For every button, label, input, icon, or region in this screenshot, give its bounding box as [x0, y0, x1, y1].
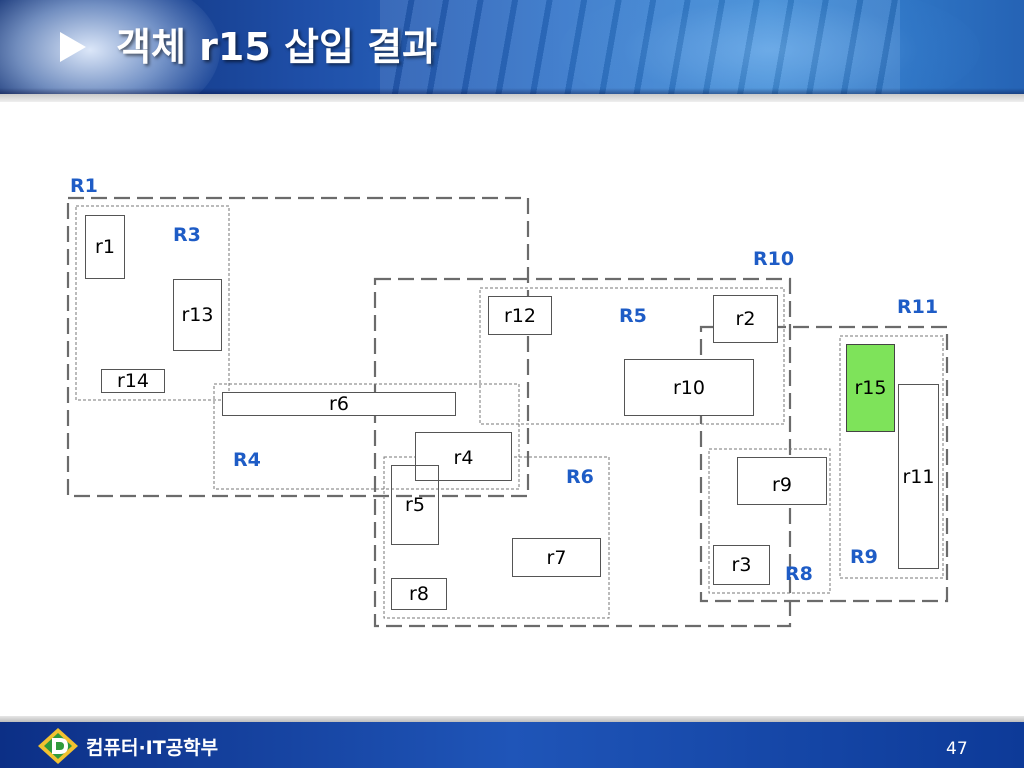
- rect-r15: r15: [846, 344, 895, 432]
- region-R5-outline: [479, 287, 785, 425]
- header-divider: [0, 94, 1024, 102]
- rect-r10-label: r10: [673, 376, 705, 399]
- rect-r1: r1: [85, 215, 125, 279]
- region-label-R4: R4: [233, 449, 261, 471]
- region-label-R5: R5: [619, 305, 647, 327]
- region-label-R3: R3: [173, 224, 201, 246]
- rect-r2: r2: [713, 295, 778, 343]
- department-name: 컴퓨터·IT공학부: [86, 737, 219, 759]
- rect-r9-label: r9: [772, 474, 792, 496]
- region-label-R10: R10: [753, 248, 795, 270]
- rect-r11-label: r11: [902, 465, 935, 488]
- header-banner: [0, 0, 1024, 94]
- rect-r15-label: r15: [854, 377, 887, 399]
- rect-r12-label: r12: [504, 304, 536, 327]
- footer-divider: [0, 716, 1024, 722]
- region-R8-outline: [708, 448, 831, 594]
- region-R9-outline: [839, 335, 944, 579]
- region-label-R9: R9: [850, 546, 878, 568]
- region-label-R11: R11: [897, 296, 939, 318]
- rect-r8-label: r8: [409, 583, 429, 605]
- slide-title: 객체 r15 삽입 결과: [116, 25, 438, 69]
- rect-r6: r6: [222, 392, 456, 416]
- rect-r8: r8: [391, 578, 447, 610]
- rect-r7: r7: [512, 538, 601, 577]
- region-label-R6: R6: [566, 466, 594, 488]
- rect-r2-label: r2: [735, 308, 756, 330]
- region-label-R8: R8: [785, 563, 813, 585]
- rect-r4-label: r4: [453, 447, 474, 469]
- header-glow-right: [560, 0, 980, 94]
- triangle-right-icon: [60, 32, 86, 62]
- page-number: 47: [946, 739, 968, 759]
- region-R1-outline: [66, 196, 530, 498]
- region-R10-outline: [373, 277, 792, 628]
- rect-r13-label: r13: [181, 304, 214, 326]
- rect-r4: r4: [415, 432, 512, 481]
- header-shade: [0, 88, 1024, 94]
- rect-r14: r14: [101, 369, 165, 393]
- rect-r10: r10: [624, 359, 754, 416]
- rect-r6-label: r6: [329, 393, 349, 415]
- rect-r5-label: r5: [405, 494, 425, 516]
- rect-r14-label: r14: [117, 370, 149, 392]
- rect-r7-label: r7: [546, 546, 567, 569]
- region-label-R1: R1: [70, 175, 98, 197]
- header-glow: [0, 0, 220, 94]
- region-R11-outline: [699, 325, 949, 603]
- region-R3-outline: [75, 205, 230, 401]
- footer-bar: [0, 722, 1024, 768]
- rect-r3: r3: [713, 545, 770, 585]
- header-keyboard-texture: [380, 0, 900, 94]
- rect-r3-label: r3: [731, 554, 752, 576]
- rect-r5: r5: [391, 465, 439, 545]
- department-logo-icon: [38, 728, 78, 764]
- rect-r11: r11: [898, 384, 939, 569]
- region-R4-outline: [213, 383, 520, 490]
- rect-r12: r12: [488, 296, 552, 335]
- rect-r9: r9: [737, 457, 827, 505]
- rect-r1-label: r1: [95, 236, 115, 258]
- rect-r13: r13: [173, 279, 222, 351]
